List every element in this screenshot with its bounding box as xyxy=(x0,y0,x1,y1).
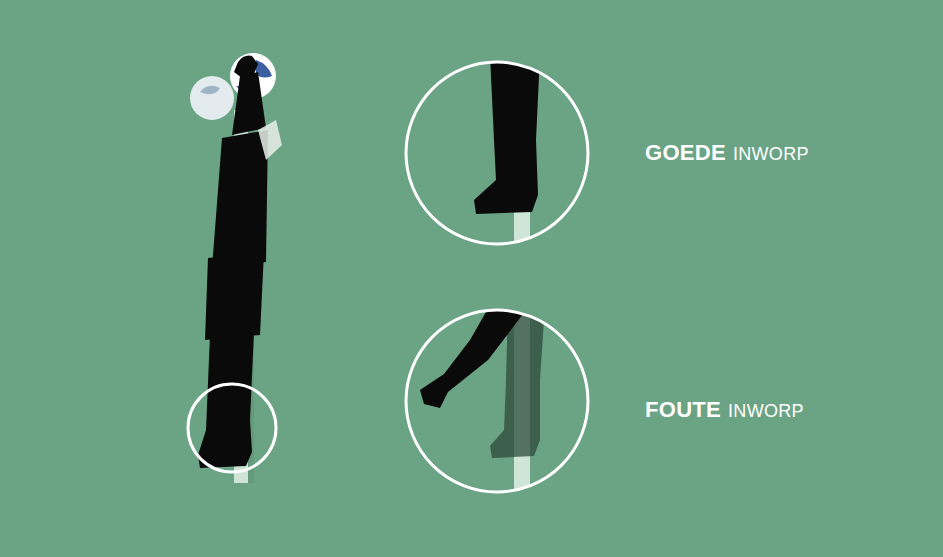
label-row: FOUTE INWORP xyxy=(645,397,804,423)
throw-in-label: FOUTE xyxy=(645,397,721,423)
throw-in-label: INWORP xyxy=(728,401,804,422)
good-foot xyxy=(474,55,540,260)
label-row: GOEDE INWORP xyxy=(645,140,809,166)
throw-in-label: INWORP xyxy=(733,144,809,165)
wrong-foot xyxy=(420,305,545,505)
throw-in-label: GOEDE xyxy=(645,140,726,166)
player-figure xyxy=(190,53,282,483)
